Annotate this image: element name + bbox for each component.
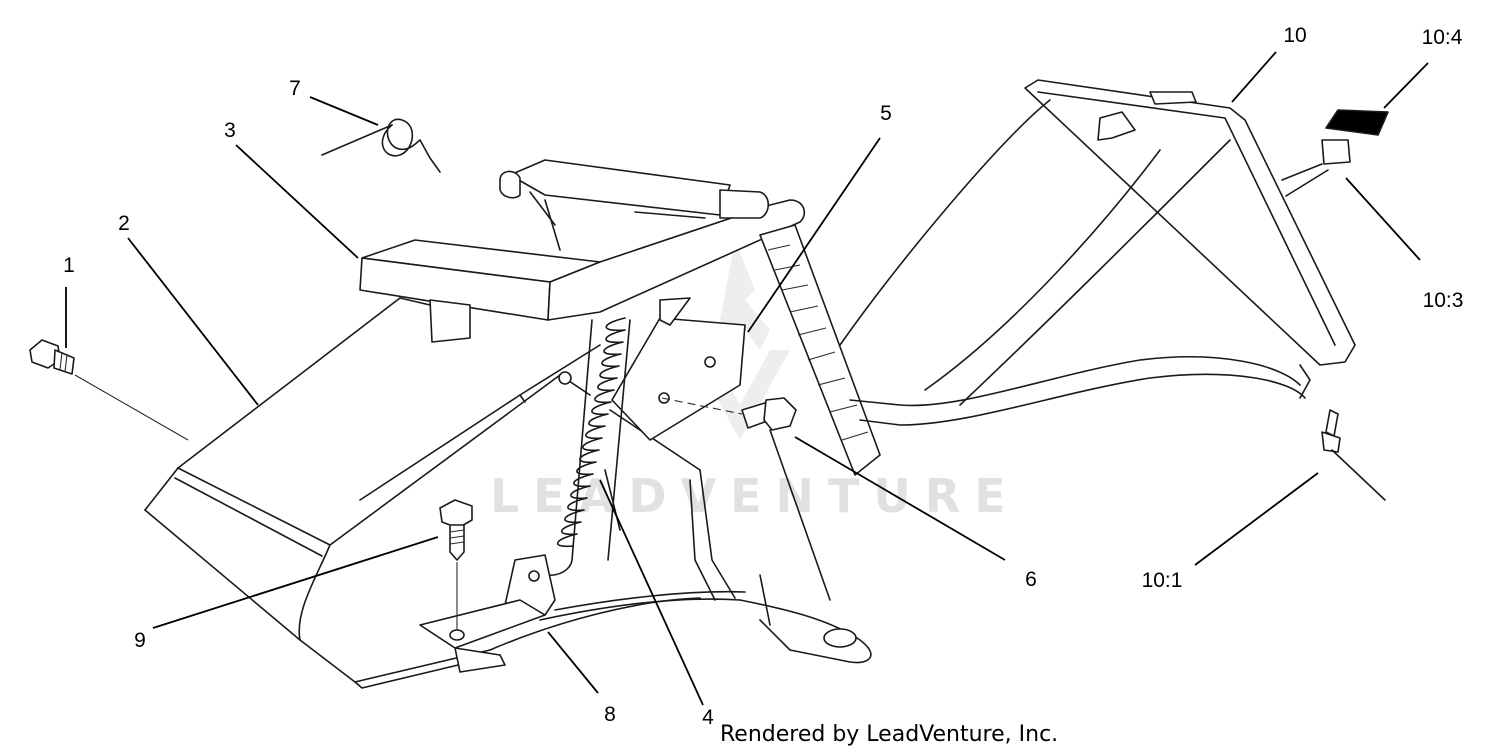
leader-8 xyxy=(547,631,599,694)
leader-10 xyxy=(1231,51,1277,103)
leader-2 xyxy=(127,237,259,406)
bolt-1 xyxy=(29,339,75,375)
callout-1: 1 xyxy=(63,254,75,277)
ladder-bracket xyxy=(759,224,881,476)
spring-bracket xyxy=(419,554,556,673)
callout-9: 9 xyxy=(134,629,146,652)
callout-6: 6 xyxy=(1025,568,1037,591)
callout-2: 2 xyxy=(118,212,130,235)
callout-5: 5 xyxy=(880,102,892,125)
latch-assembly xyxy=(1281,109,1389,197)
spring xyxy=(537,317,631,576)
callout-10-3: 10:3 xyxy=(1423,289,1464,312)
callout-7: 7 xyxy=(289,77,301,100)
callout-10: 10 xyxy=(1283,24,1306,47)
chute-extension xyxy=(839,79,1356,426)
chute-body xyxy=(144,297,872,689)
callout-8: 8 xyxy=(604,703,616,726)
credit-text: Rendered by LeadVenture, Inc. xyxy=(720,722,1058,747)
bolt-6 xyxy=(661,397,797,431)
callout-10-4: 10:4 xyxy=(1422,26,1463,49)
bolt-9 xyxy=(439,499,473,630)
spring-clip xyxy=(321,118,441,173)
rivet xyxy=(1321,409,1386,501)
deflector-handle xyxy=(359,159,806,343)
leader-4 xyxy=(599,479,704,706)
mount-plate xyxy=(558,297,746,441)
leader-10-1 xyxy=(1194,472,1319,566)
callout-4: 4 xyxy=(702,706,714,729)
leader-6 xyxy=(794,436,1006,561)
watermark: LEADVENTURE xyxy=(490,240,1006,523)
callouts: 1 2 3 4 5 6 7 8 9 10 10:1 10:3 10:4 xyxy=(63,24,1463,729)
leader-3 xyxy=(235,144,359,259)
callout-3: 3 xyxy=(224,119,236,142)
bolt-1-axis xyxy=(74,374,189,441)
leader-lines xyxy=(65,51,1429,706)
leader-7 xyxy=(309,96,379,126)
callout-10-1: 10:1 xyxy=(1142,569,1183,592)
leader-10-4 xyxy=(1383,62,1429,109)
leader-9 xyxy=(152,536,439,629)
leader-5 xyxy=(747,137,881,333)
leader-10-3 xyxy=(1345,177,1421,261)
